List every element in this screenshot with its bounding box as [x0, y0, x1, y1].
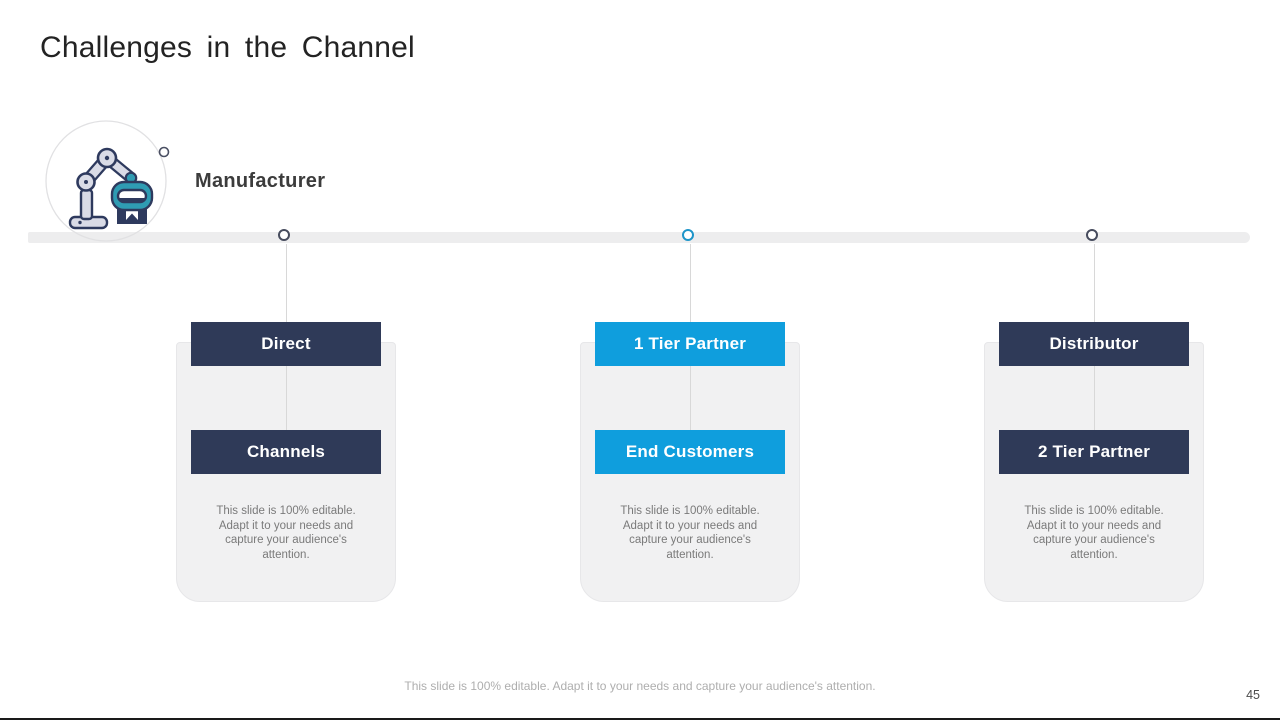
column-description: This slide is 100% editable. Adapt it to…: [620, 505, 760, 561]
channel-column-direct: Direct Channels This slide is 100% edita…: [176, 229, 396, 610]
decorative-ring: [45, 120, 167, 242]
ring-node-dot: [158, 146, 170, 158]
column-description: This slide is 100% editable. Adapt it to…: [216, 505, 356, 561]
page-title: Challenges in the Channel: [40, 31, 415, 64]
label-box-distributor: Distributor: [999, 322, 1189, 366]
channel-column-1-tier: 1 Tier Partner End Customers This slide …: [580, 229, 800, 610]
label-box-2-tier-partner: 2 Tier Partner: [999, 430, 1189, 474]
label-box-1-tier-partner: 1 Tier Partner: [595, 322, 785, 366]
robot-arm-icon: [45, 120, 170, 242]
timeline-node: [278, 229, 290, 241]
label-box-direct: Direct: [191, 322, 381, 366]
label-box-channels: Channels: [191, 430, 381, 474]
footer-note: This slide is 100% editable. Adapt it to…: [404, 679, 876, 693]
manufacturer-label: Manufacturer: [195, 170, 326, 192]
timeline-node: [682, 229, 694, 241]
page-number: 45: [1246, 688, 1260, 702]
label-box-end-customers: End Customers: [595, 430, 785, 474]
timeline-bar: [28, 232, 1250, 243]
timeline-node: [1086, 229, 1098, 241]
channel-column-distributor: Distributor 2 Tier Partner This slide is…: [984, 229, 1204, 610]
column-description: This slide is 100% editable. Adapt it to…: [1024, 505, 1164, 561]
